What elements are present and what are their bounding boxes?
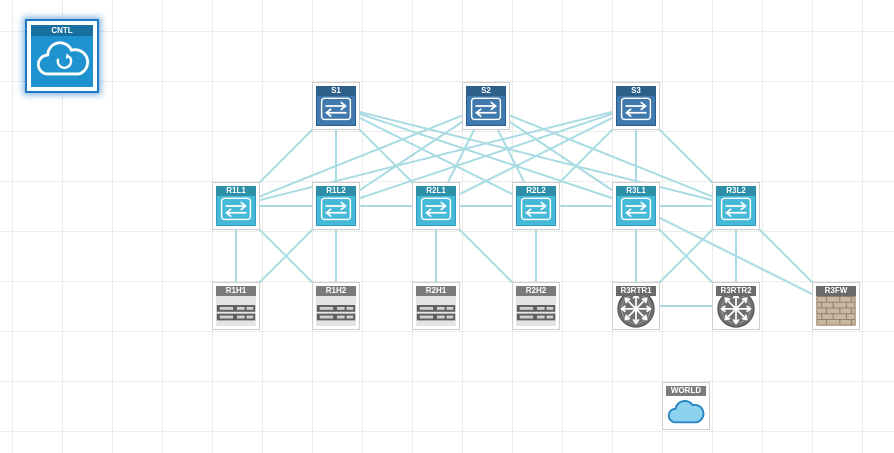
server-icon: [416, 305, 456, 321]
firewall-brick-icon: [816, 295, 856, 326]
cloud-icon: [667, 400, 705, 424]
node-r1l1[interactable]: R1L1: [212, 182, 260, 230]
node-label: R2H2: [516, 286, 556, 296]
switch-arrows-icon: [320, 97, 352, 121]
node-label: WORLD: [666, 386, 706, 396]
switch-arrows-icon: [520, 197, 552, 221]
node-r1l2[interactable]: R1L2: [312, 182, 360, 230]
node-label: R1H2: [316, 286, 356, 296]
link-s2-r3l1[interactable]: [485, 105, 637, 207]
node-r3fw[interactable]: R3FW: [812, 282, 860, 330]
switch-arrows-icon: [720, 197, 752, 221]
node-r2l1[interactable]: R2L1: [412, 182, 460, 230]
node-r1h1[interactable]: R1H1: [212, 282, 260, 330]
server-icon: [516, 305, 556, 321]
node-r3l2[interactable]: R3L2: [712, 182, 760, 230]
link-s3-r1l1[interactable]: [235, 105, 637, 207]
node-label: R2L1: [416, 186, 456, 196]
node-label: S2: [466, 86, 506, 96]
switch-arrows-icon: [620, 97, 652, 121]
server-icon: [216, 305, 256, 321]
node-s2[interactable]: S2: [462, 82, 510, 130]
node-r2h1[interactable]: R2H1: [412, 282, 460, 330]
node-world[interactable]: WORLD: [662, 382, 710, 430]
node-r3l1[interactable]: R3L1: [612, 182, 660, 230]
node-label: R2L2: [516, 186, 556, 196]
link-s2-r1l1[interactable]: [235, 105, 487, 207]
link-s2-r3l2[interactable]: [485, 105, 737, 207]
node-label: CNTL: [31, 25, 93, 36]
node-r3rtr1[interactable]: R3RTR1: [612, 282, 660, 330]
node-label: R3FW: [816, 286, 856, 296]
node-r2l2[interactable]: R2L2: [512, 182, 560, 230]
link-s3-r1l2[interactable]: [335, 105, 637, 207]
node-r3rtr2[interactable]: R3RTR2: [712, 282, 760, 330]
cloud-sync-icon: [36, 41, 90, 76]
node-cntl[interactable]: CNTL: [25, 19, 99, 93]
node-label: R2H1: [416, 286, 456, 296]
node-r2h2[interactable]: R2H2: [512, 282, 560, 330]
node-s1[interactable]: S1: [312, 82, 360, 130]
node-label: R3RTR1: [616, 286, 656, 296]
node-label: R3L1: [616, 186, 656, 196]
node-r1h2[interactable]: R1H2: [312, 282, 360, 330]
node-label: S3: [616, 86, 656, 96]
link-s2-r1l2[interactable]: [335, 105, 487, 207]
node-label: R1H1: [216, 286, 256, 296]
node-label: R3RTR2: [716, 286, 756, 296]
node-label: R1L2: [316, 186, 356, 196]
switch-arrows-icon: [420, 197, 452, 221]
node-label: R3L2: [716, 186, 756, 196]
switch-arrows-icon: [320, 197, 352, 221]
switch-arrows-icon: [620, 197, 652, 221]
switch-arrows-icon: [220, 197, 252, 221]
switch-arrows-icon: [470, 97, 502, 121]
node-label: S1: [316, 86, 356, 96]
server-icon: [316, 305, 356, 321]
link-s3-r2l1[interactable]: [435, 105, 637, 207]
router-icon: [617, 290, 655, 328]
router-icon: [717, 290, 755, 328]
node-label: R1L1: [216, 186, 256, 196]
node-s3[interactable]: S3: [612, 82, 660, 130]
